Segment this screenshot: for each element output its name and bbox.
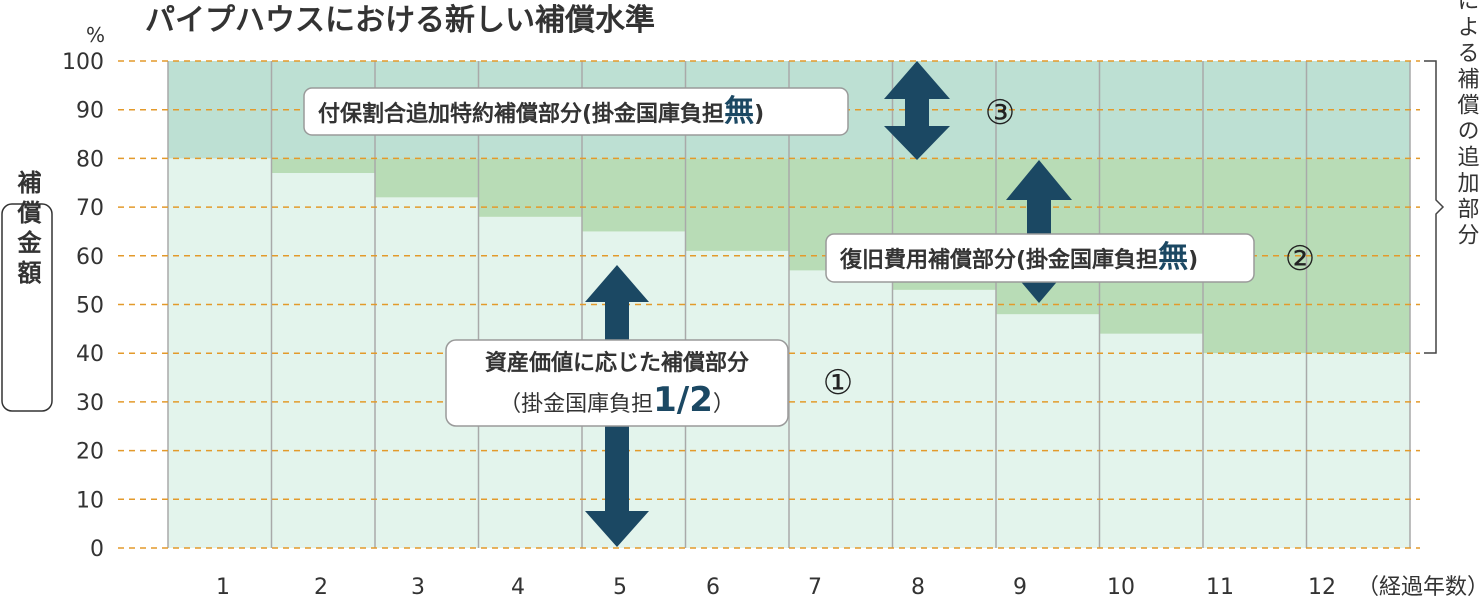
y-unit: %: [86, 23, 105, 47]
y-tick-60: 60: [76, 245, 104, 270]
x-tick-8: 8: [911, 575, 925, 600]
marker-2: ②: [1285, 239, 1315, 279]
y-tick-80: 80: [76, 147, 104, 172]
x-tick-2: 2: [314, 575, 328, 600]
y-tick-100: 100: [62, 50, 104, 75]
x-tick-3: 3: [411, 575, 425, 600]
y-axis-ticks: 0 10 20 30 40 50 60 70 80 90 100: [62, 50, 104, 562]
x-tick-11: 11: [1206, 575, 1234, 600]
bars-layer: [168, 61, 1410, 549]
y-tick-50: 50: [76, 294, 104, 319]
annotation-asset-box: [445, 339, 789, 427]
y-tick-20: 20: [76, 440, 104, 465]
bar-asset-year-8: [892, 289, 996, 548]
bar-asset-year-9: [996, 314, 1100, 548]
bar-restore-year-3: [375, 158, 479, 198]
y-axis-label: 補償金額: [13, 170, 42, 290]
x-tick-6: 6: [706, 575, 720, 600]
annotation-special: 付保割合追加特約補償部分(掛金国庫負担無): [318, 94, 764, 129]
y-tick-40: 40: [76, 342, 104, 367]
y-tick-30: 30: [76, 391, 104, 416]
x-tick-10: 10: [1107, 575, 1135, 600]
x-tick-12: 12: [1308, 575, 1336, 600]
y-tick-10: 10: [76, 488, 104, 513]
annotation-restore: 復旧費用補償部分(掛金国庫負担無): [839, 240, 1198, 275]
x-axis-label: （経過年数）: [1357, 575, 1480, 600]
marker-1: ①: [823, 363, 853, 403]
annotation-asset-line1: 資産価値に応じた補償部分: [485, 350, 749, 376]
bar-restore-year-6: [685, 158, 789, 251]
y-tick-70: 70: [76, 196, 104, 221]
side-label: 加入者選択による補償の追加部分: [1454, 0, 1480, 249]
annotation-special-box: [303, 87, 849, 136]
bar-restore-year-2: [271, 158, 375, 174]
bar-asset-year-2: [271, 173, 375, 548]
bar-restore-year-5: [582, 158, 686, 232]
x-tick-7: 7: [808, 575, 822, 600]
x-tick-9: 9: [1013, 575, 1027, 600]
bar-asset-year-7: [789, 270, 893, 548]
annotation-asset-line2: （掛金国庫負担1/2）: [499, 380, 735, 420]
marker-3: ③: [985, 93, 1015, 133]
bar-asset-year-12: [1306, 353, 1410, 548]
side-bracket: [1424, 60, 1445, 354]
bar-special-year-12: [1306, 61, 1410, 159]
bar-asset-year-10: [1099, 333, 1203, 548]
arrow-special: [884, 61, 950, 160]
x-tick-4: 4: [511, 575, 525, 600]
annotation-restore-box: [825, 233, 1255, 283]
bar-restore-year-12: [1306, 158, 1410, 354]
bar-restore-year-4: [478, 158, 582, 217]
x-tick-1: 1: [216, 575, 230, 600]
chart-title: パイプハウスにおける新しい補償水準: [145, 3, 655, 38]
x-tick-5: 5: [613, 575, 627, 600]
y-tick-90: 90: [76, 99, 104, 124]
y-axis-label-box: [1, 203, 53, 412]
y-tick-0: 0: [90, 537, 104, 562]
